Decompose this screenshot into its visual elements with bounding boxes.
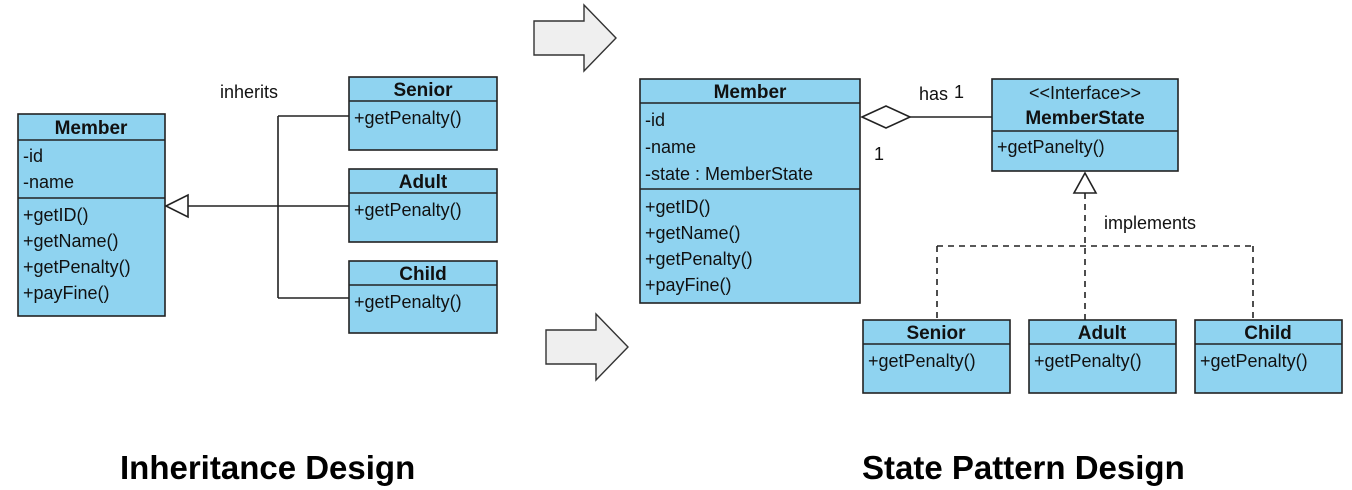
sp-member-box (639, 78, 861, 304)
inh-child-title: Child (399, 264, 447, 285)
sp-member-attr: -state : MemberState (645, 164, 813, 184)
inh-member-op: +getID() (23, 205, 89, 225)
state-pattern-diagram: Member -id -name -state : MemberState +g… (639, 78, 1343, 486)
sp-member-op: +getPenalty() (645, 249, 753, 269)
sp-caption: State Pattern Design (862, 449, 1185, 486)
sp-child-op: +getPenalty() (1200, 351, 1308, 371)
inh-senior-op: +getPenalty() (354, 108, 462, 128)
sp-adult-title: Adult (1078, 323, 1127, 344)
inh-member-op: +getPenalty() (23, 257, 131, 277)
sp-senior-box (862, 319, 1011, 394)
inh-adult-box (348, 168, 498, 243)
inh-adult-title: Adult (399, 172, 448, 193)
sp-senior-class: Senior +getPenalty() (862, 319, 1011, 394)
inh-senior-class: Senior +getPenalty() (348, 76, 498, 151)
inheritance-diagram: Member -id -name +getID() +getName() +ge… (17, 76, 498, 486)
inh-edge-label: inherits (220, 82, 278, 102)
inh-member-attr: -id (23, 146, 43, 166)
inh-member-title: Member (55, 118, 128, 139)
inh-child-op: +getPenalty() (354, 292, 462, 312)
inh-child-box (348, 260, 498, 334)
sp-multiplicity-member: 1 (874, 144, 884, 164)
sp-multiplicity-state: 1 (954, 82, 964, 102)
sp-adult-op: +getPenalty() (1034, 351, 1142, 371)
transition-arrow-icon (533, 3, 617, 73)
sp-member-op: +payFine() (645, 275, 732, 295)
sp-child-class: Child +getPenalty() (1194, 319, 1343, 394)
sp-member-title: Member (714, 82, 787, 103)
sp-member-class: Member -id -name -state : MemberState +g… (639, 78, 861, 304)
sp-senior-op: +getPenalty() (868, 351, 976, 371)
inh-adult-op: +getPenalty() (354, 200, 462, 220)
inh-senior-title: Senior (393, 80, 453, 101)
sp-adult-class: Adult +getPenalty() (1028, 319, 1177, 394)
inh-member-box (17, 113, 166, 317)
sp-has-label: has (919, 84, 948, 104)
inh-child-class: Child +getPenalty() (348, 260, 498, 334)
inh-member-op: +getName() (23, 231, 119, 251)
inh-adult-class: Adult +getPenalty() (348, 168, 498, 243)
sp-memberstate-title: MemberState (1025, 108, 1144, 129)
sp-adult-box (1028, 319, 1177, 394)
inh-generalization-arrowhead (164, 193, 189, 219)
sp-aggregation-edge (860, 105, 992, 129)
inh-caption: Inheritance Design (120, 449, 415, 486)
inh-member-attr: -name (23, 172, 74, 192)
sp-member-attr: -id (645, 110, 665, 130)
sp-memberstate-box (991, 78, 1179, 172)
inh-member-op: +payFine() (23, 283, 110, 303)
sp-memberstate-stereotype: <<Interface>> (1029, 83, 1141, 103)
inh-member-class: Member -id -name +getID() +getName() +ge… (17, 113, 166, 317)
inh-generalization-edges (164, 115, 349, 299)
sp-member-op: +getID() (645, 197, 711, 217)
sp-memberstate-interface: <<Interface>> MemberState +getPanelty() (991, 78, 1179, 172)
sp-implements-label: implements (1104, 213, 1196, 233)
sp-memberstate-op: +getPanelty() (997, 137, 1105, 157)
sp-aggregation-diamond-icon (860, 105, 912, 129)
sp-member-attr: -name (645, 137, 696, 157)
sp-child-box (1194, 319, 1343, 394)
sp-realization-edges (936, 171, 1254, 320)
sp-senior-title: Senior (906, 323, 966, 344)
transition-arrow-icon (545, 312, 629, 382)
sp-realization-arrowhead (1072, 171, 1098, 194)
sp-child-title: Child (1244, 323, 1292, 344)
inh-senior-box (348, 76, 498, 151)
sp-member-op: +getName() (645, 223, 741, 243)
